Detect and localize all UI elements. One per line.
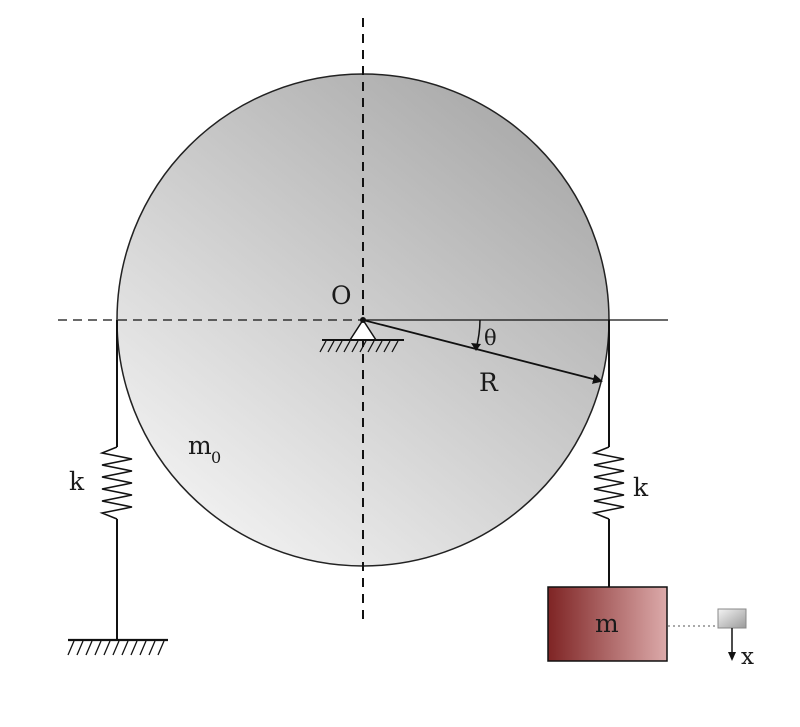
radius-arrow — [362, 319, 603, 384]
block-mass-label: m — [595, 609, 619, 638]
left-spring — [99, 446, 133, 520]
displacement-arrowhead — [728, 652, 736, 661]
pivot-label: O — [331, 281, 352, 310]
disk-mass-label: m — [188, 431, 212, 460]
right-spring-assembly — [591, 320, 625, 587]
pivot-support — [319, 317, 404, 353]
angle-label: θ — [484, 326, 497, 350]
displacement-label: x — [741, 644, 754, 670]
left-ground — [67, 638, 168, 656]
hanging-mass-block — [547, 586, 668, 662]
left-spring-label: k — [69, 467, 85, 496]
disk-mass-subscript: 0 — [211, 448, 221, 467]
angle-arrowhead — [471, 343, 481, 351]
right-spring — [591, 446, 625, 520]
right-spring-label: k — [633, 473, 649, 502]
displacement-sensor — [717, 608, 747, 629]
left-spring-assembly — [99, 320, 133, 640]
radius-label: R — [479, 368, 499, 397]
